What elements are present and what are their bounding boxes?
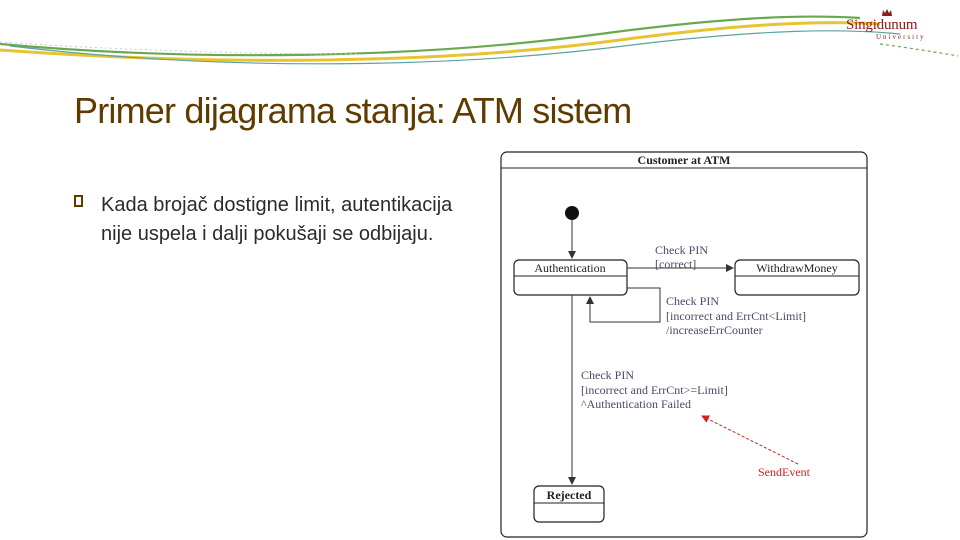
slide-title: Primer dijagrama stanja: ATM sistem [74, 90, 632, 131]
logo-subtitle: University [876, 33, 926, 41]
state-withdraw-money: WithdrawMoney [734, 259, 860, 296]
state-diagram: Customer at ATM Authentication WithdrawM… [500, 151, 868, 538]
transition-limit-line1: Check PIN [581, 368, 634, 382]
state-withdraw-money-label: WithdrawMoney [756, 261, 838, 275]
transition-self-loop-arrow [586, 287, 661, 323]
send-event-label: SendEvent [758, 465, 811, 479]
composite-state-frame [500, 151, 868, 538]
crest-icon [882, 9, 892, 16]
transition-correct-line2: [correct] [655, 257, 696, 271]
transition-limit-line3: ^Authentication Failed [581, 397, 691, 411]
transition-incorrect-line3: /increaseErrCounter [666, 323, 763, 337]
transition-limit-line2: [incorrect and ErrCnt>=Limit] [581, 383, 728, 397]
square-bullet-icon [74, 195, 83, 207]
state-authentication-label: Authentication [534, 261, 605, 275]
state-rejected: Rejected [533, 485, 605, 523]
state-authentication: Authentication [513, 259, 628, 296]
state-rejected-label: Rejected [547, 488, 592, 502]
frame-title: Customer at ATM [638, 153, 731, 167]
send-event-arrow [701, 415, 799, 465]
logo-name: Singidunum [846, 17, 918, 33]
header-swoosh [0, 15, 959, 65]
university-logo[interactable]: Singidunum University [840, 8, 940, 48]
transition-incorrect-line2: [incorrect and ErrCnt<Limit] [666, 309, 806, 323]
initial-state [565, 206, 579, 220]
transition-correct-line1: Check PIN [655, 243, 708, 257]
bullet-item: Kada brojač dostigne limit, autentikacij… [101, 194, 453, 245]
transition-incorrect-line1: Check PIN [666, 294, 719, 308]
